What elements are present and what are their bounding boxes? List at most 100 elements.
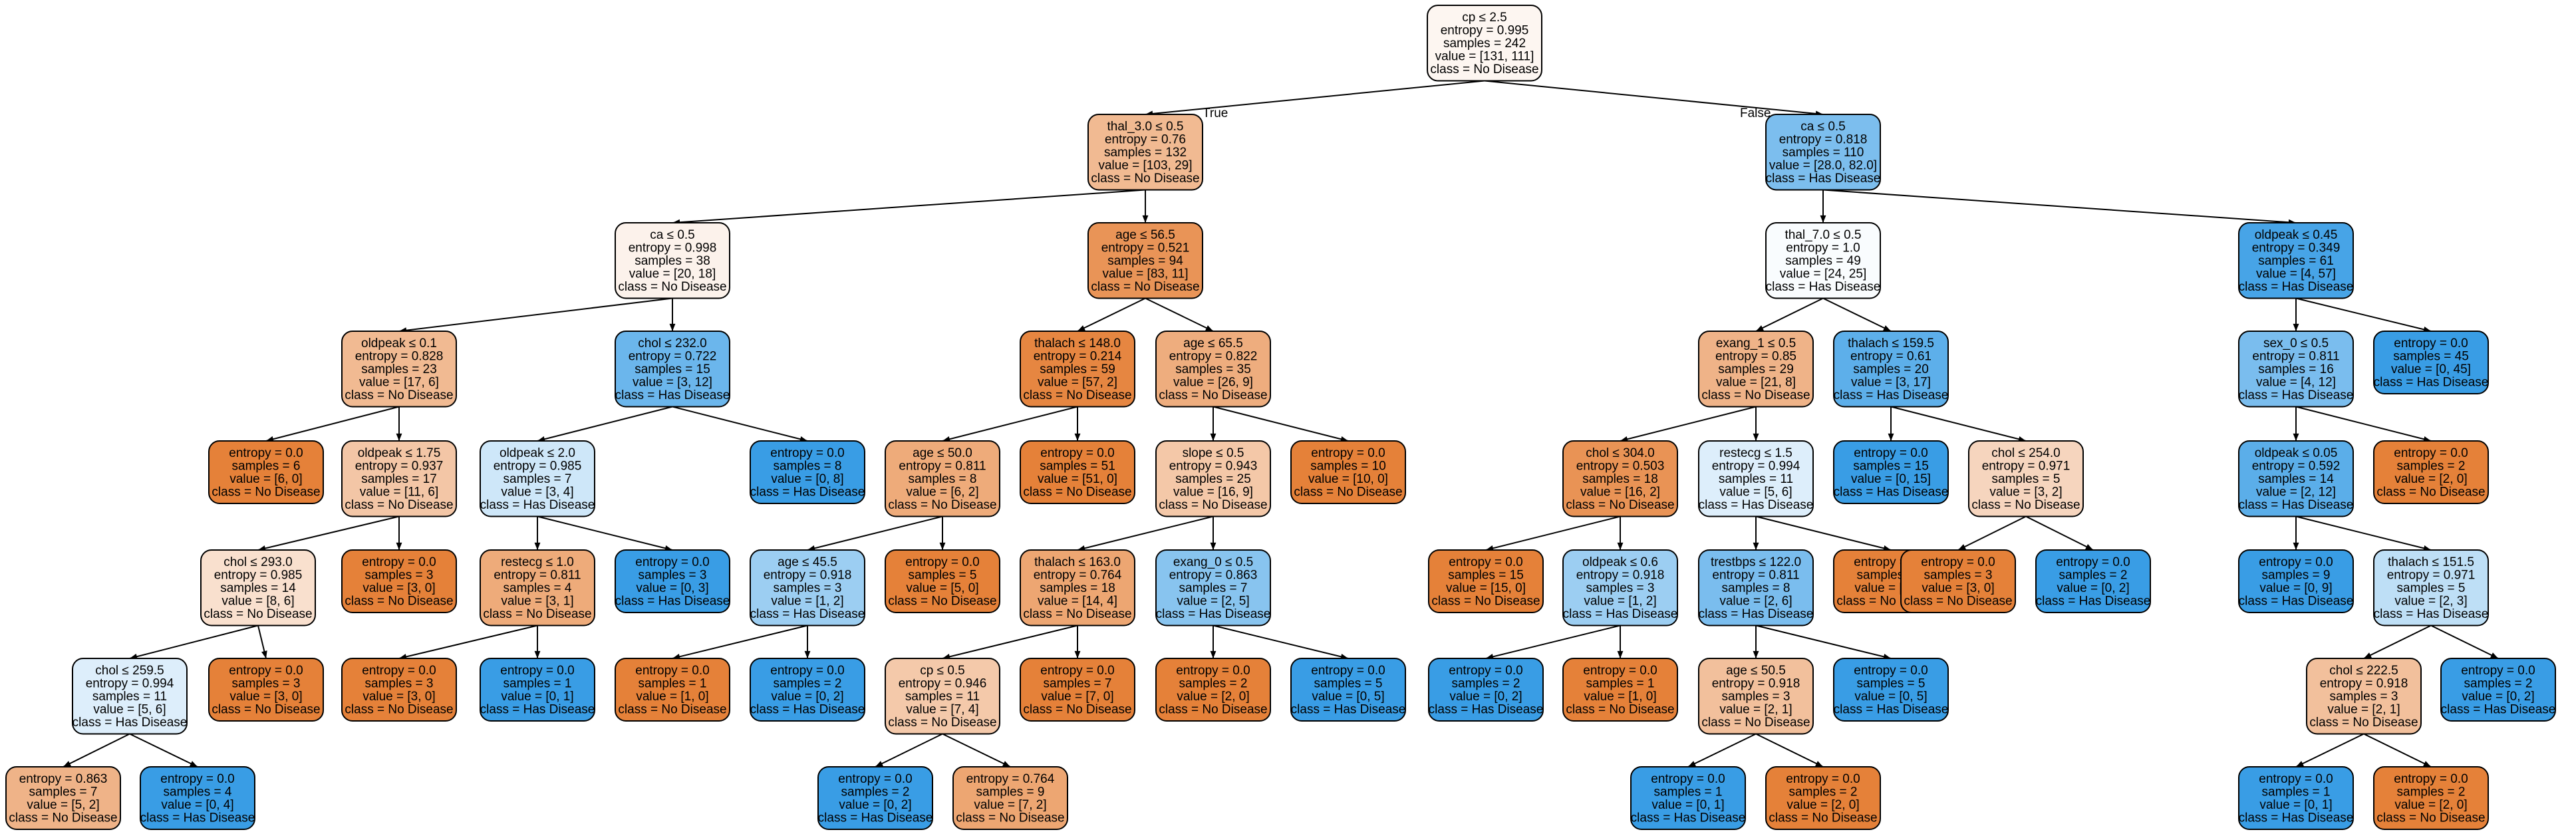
node-text-line: value = [0, 5] [1312,690,1384,704]
node-box [2035,549,2151,613]
node-text-line: entropy = 0.0 [770,664,844,678]
node-text-line: class = No Disease [1159,703,1267,717]
node-text-line: class = No Disease [1971,498,2080,512]
tree-edge [672,406,808,442]
node-text-line: class = No Disease [1023,388,1131,402]
node-text-line: value = [3, 0] [362,581,435,595]
node-text-line: value = [0, 45] [2391,362,2471,376]
node-box [208,658,324,722]
tree-edge-labels: True False [1203,106,1771,120]
node-box [1833,331,1949,408]
tree-edge [1890,406,2027,442]
node-text-line: class = No Disease [1023,703,1131,717]
node-text-line: samples = 2 [2059,569,2128,583]
node-text-line: class = No Disease [1701,716,1810,730]
node-box [2440,658,2556,722]
node-box [1698,549,1814,626]
node-text-line: entropy = 0.85 [1715,350,1796,364]
node-text-line: value = [1, 2] [771,595,843,609]
node-text-line: value = [1, 0] [1584,690,1656,704]
node-text-line: samples = 242 [1443,37,1526,51]
edge-arrowhead [534,542,541,550]
edge-arrowhead [1756,325,1764,331]
node-text-line: samples = 11 [1719,472,1793,486]
node-text-line: class = No Disease [2376,485,2485,499]
node-text-line: value = [26, 9] [1173,376,1253,390]
node-text-line: value = [0, 15] [1851,472,1931,486]
edge-label-false: False [1740,106,1771,120]
node-text-line: samples = 8 [909,472,977,486]
node-text-line: class = Has Disease [2239,498,2354,512]
edge-arrowhead [2293,433,2299,441]
node-box [1562,658,1678,722]
node-text-line: samples = 23 [361,362,437,376]
node-box [817,766,933,830]
node-text-line: chol ≤ 254.0 [1991,446,2060,460]
node-text-line: samples = 2 [1179,677,1248,691]
tree-edge [2363,733,2432,767]
node-box [1900,549,2016,613]
node-text-line: value = [2, 1] [2327,703,2400,717]
node-box [480,658,595,722]
node-text-line: value = [3, 0] [1922,581,1994,595]
node-text-line: entropy = 0.0 [362,555,436,569]
node-text-line: class = Has Disease [2239,595,2354,609]
node-box [1087,114,1203,191]
node-box [952,766,1068,830]
node-text-line: class = Has Disease [2239,280,2354,294]
node-text-line: value = [2, 1] [1719,703,1792,717]
node-text-line: entropy = 0.0 [229,446,303,460]
node-text-line: samples = 15 [635,362,710,376]
node-text-line: chol ≤ 304.0 [1586,446,1654,460]
node-text-line: samples = 38 [635,254,710,268]
node-text-line: entropy = 0.971 [1982,460,2071,474]
node-text-line: class = Has Disease [72,716,188,730]
node-text-line: samples = 3 [232,677,301,691]
node-text-line: class = Has Disease [615,388,730,402]
node-text-line: value = [83, 11] [1102,267,1188,281]
tree-edge [942,733,1011,767]
node-text-line: entropy = 0.943 [1169,460,1258,474]
node-box [1562,549,1678,626]
node-text-line: class = No Disease [1431,595,1540,609]
node-box [480,440,595,517]
node-text-line: trestbps ≤ 122.0 [1711,555,1801,569]
tree-edge [537,406,673,442]
node-text-line: class = Has Disease [1429,703,1544,717]
node-text-line: class = No Disease [2376,811,2485,825]
node-text-line: class = No Disease [345,703,453,717]
node-text-line: samples = 2 [1789,785,1858,799]
tree-edge [1145,80,1485,115]
node-text-line: samples = 7 [503,472,572,486]
node-text-line: value = [5, 6] [1719,485,1792,499]
node-box [1765,114,1881,191]
node-text-line: samples = 20 [1853,362,1929,376]
node-box [1833,440,1949,504]
node-text-line: class = Has Disease [1834,388,1949,402]
node-text-line: entropy = 0.994 [86,677,174,691]
node-text-line: class = Has Disease [2441,703,2556,717]
node-text-line: entropy = 0.0 [838,772,912,786]
node-text-line: thalach ≤ 159.5 [1848,337,1934,350]
tree-edge [1145,297,1214,332]
node-text-line: sex_0 ≤ 0.5 [2263,337,2329,350]
node-box [1698,331,1814,408]
edge-arrowhead [875,761,883,767]
edge-arrowhead [1820,215,1826,223]
node-text-line: value = [2, 6] [1719,595,1792,609]
node-text-line: value = [15, 0] [1446,581,1526,595]
node-text-line: value = [14, 4] [1038,595,1117,609]
node-text-line: entropy = 0.0 [1449,555,1522,569]
